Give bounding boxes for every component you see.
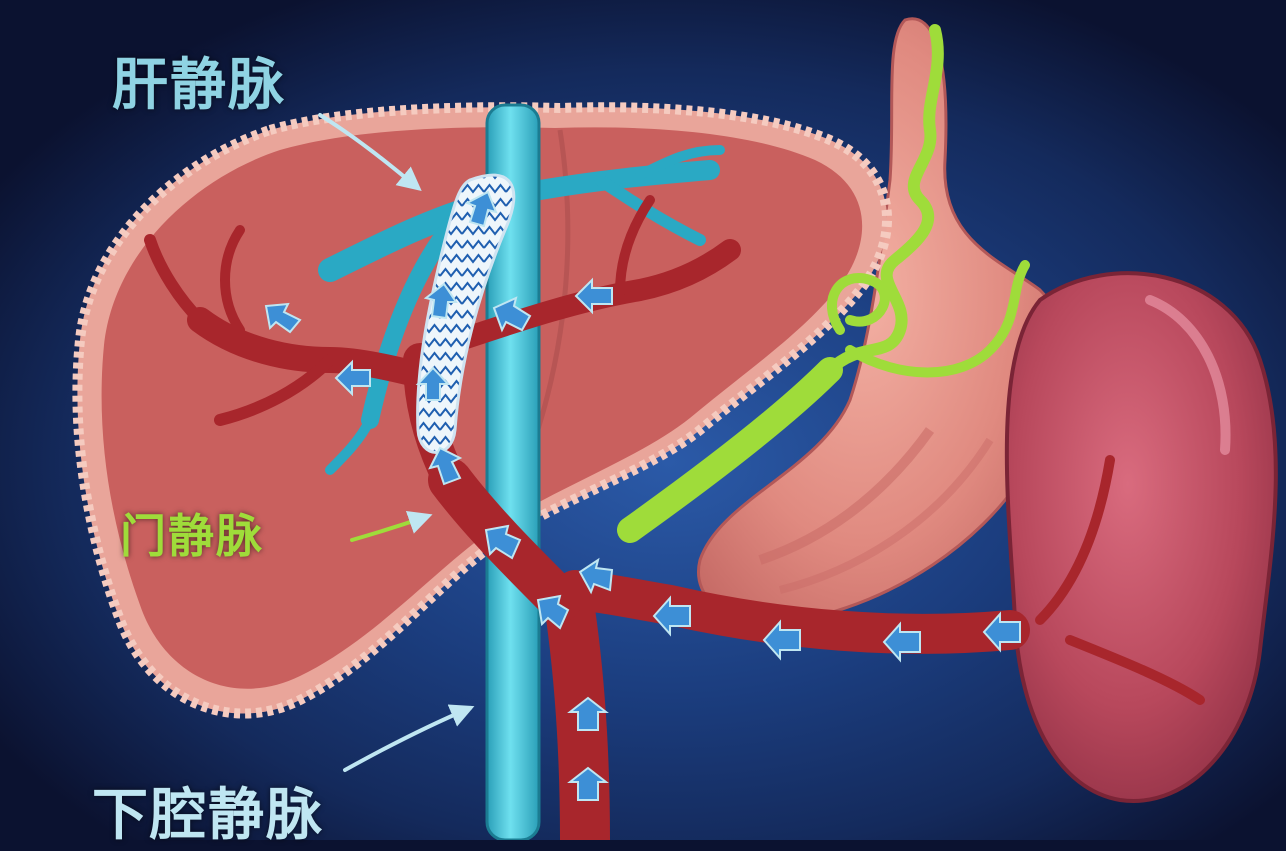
hepatic-vein-label: 肝静脉 [112,40,286,121]
portal-vein-label: 门静脉 [120,500,264,566]
spleen [1007,273,1276,801]
inferior-vena-cava-label: 下腔静脉 [92,770,324,851]
